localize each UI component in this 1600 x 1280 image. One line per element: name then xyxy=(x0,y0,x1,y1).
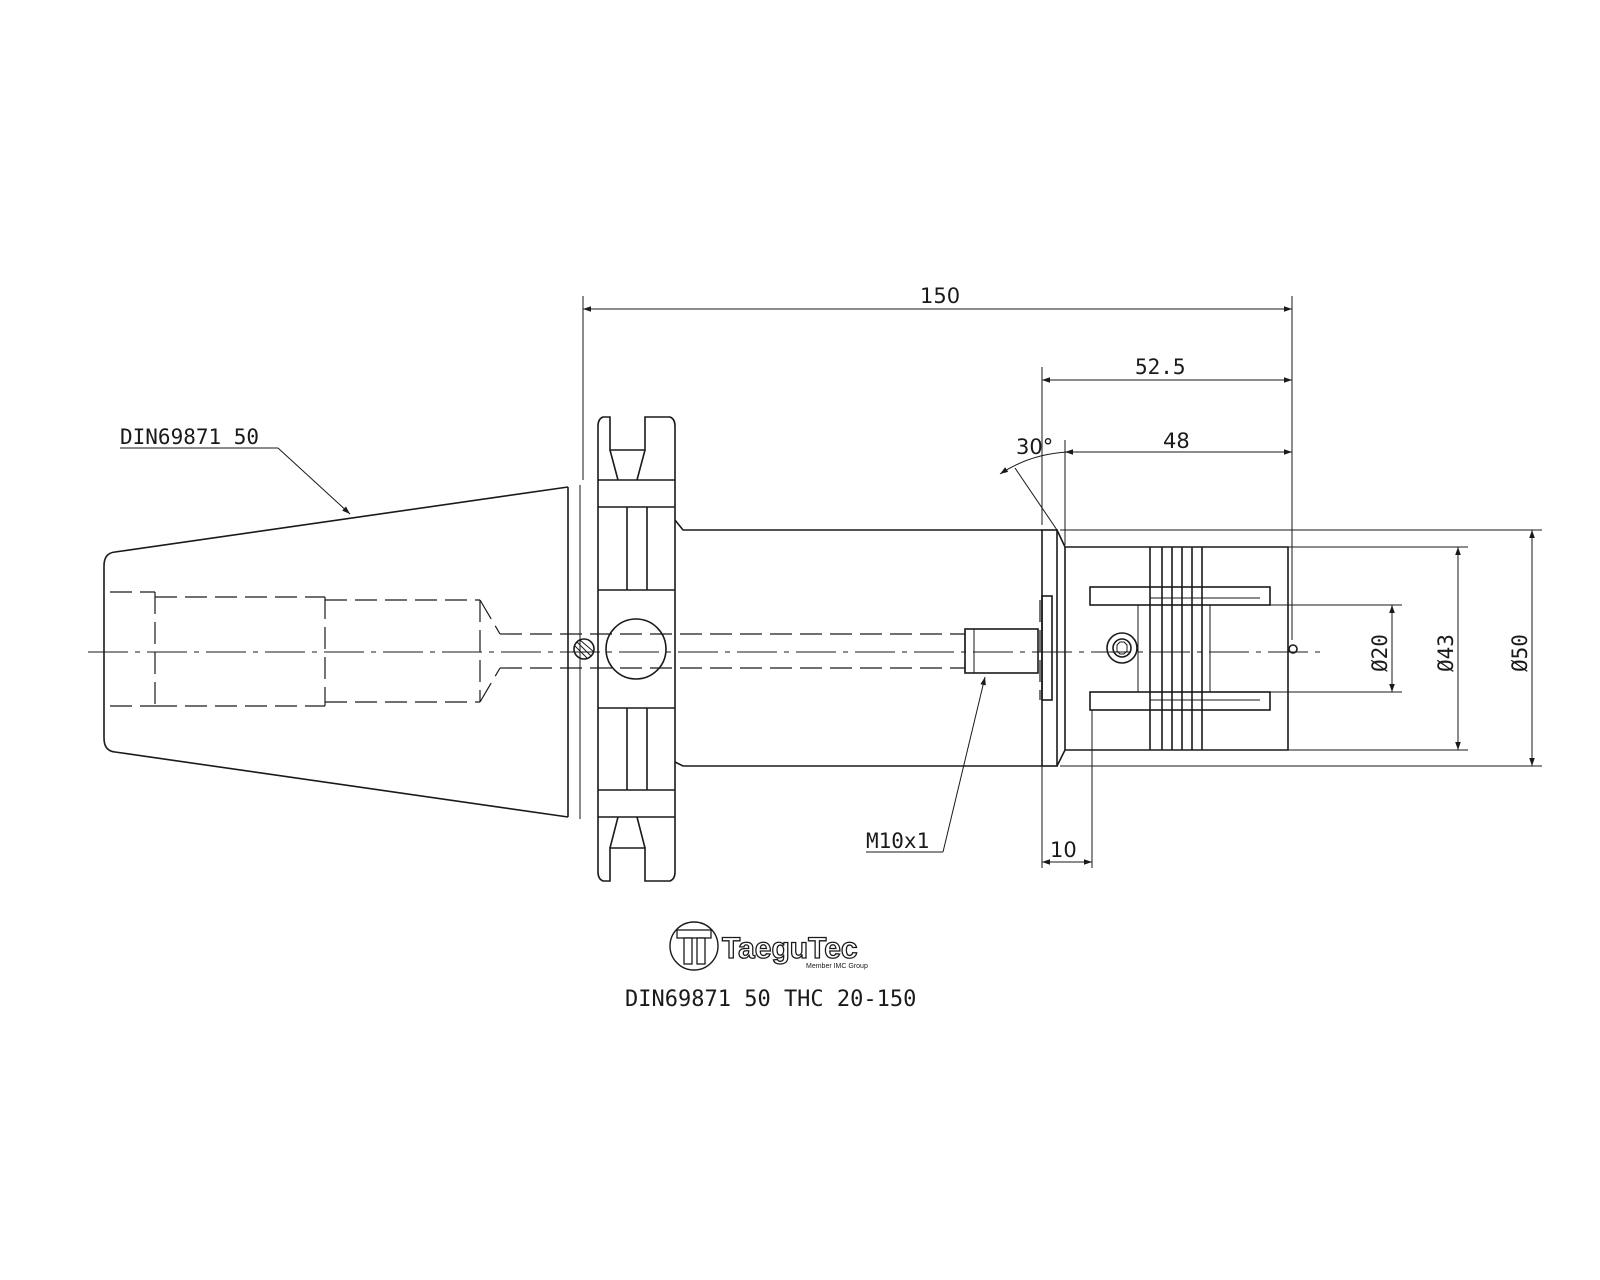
thread-detail xyxy=(964,628,1039,674)
body xyxy=(674,519,1058,767)
head-diameter-dimension: Ø43 xyxy=(1288,546,1468,751)
head-length-value: 52.5 xyxy=(1135,355,1186,379)
flange-width-value: 10 xyxy=(1050,838,1077,862)
flange xyxy=(597,416,676,882)
drive-key-hole xyxy=(605,618,667,680)
bore-depth-dimension: 48 xyxy=(1064,429,1292,545)
thread-label: M10x1 xyxy=(866,829,929,853)
taper-label-group: DIN69871 50 xyxy=(120,425,351,515)
chamfer-angle-value: 30° xyxy=(1016,435,1053,459)
overall-length-value: 150 xyxy=(920,284,960,308)
taegutec-logo: TaeguTec Member IMC Group xyxy=(669,921,868,971)
taper-shank xyxy=(103,485,581,819)
orientation-notch xyxy=(573,638,595,660)
body-diameter-dimension: Ø50 xyxy=(1060,529,1542,767)
head-length-dimension: 52.5 xyxy=(1041,355,1292,525)
taper-label: DIN69871 50 xyxy=(120,425,259,449)
taegutec-logo-wordmark: TaeguTec xyxy=(722,932,858,965)
overall-length-dimension: 150 xyxy=(582,284,1293,640)
flange-width-dimension: 10 xyxy=(1041,710,1093,868)
taegutec-logo-mark-icon xyxy=(669,921,719,971)
chamfer-angle-dimension: 30° xyxy=(999,435,1069,531)
chuck-head xyxy=(1056,529,1298,767)
body-diameter-value: Ø50 xyxy=(1508,634,1532,672)
drawing-title: DIN69871 50 THC 20-150 xyxy=(625,987,916,1012)
head-diameter-value: Ø43 xyxy=(1434,634,1458,672)
bore-diameter-value: Ø20 xyxy=(1368,634,1392,672)
thread-label-group: M10x1 xyxy=(866,676,986,853)
taegutec-logo-tagline: Member IMC Group xyxy=(806,963,868,970)
clamp-screw xyxy=(1106,632,1138,664)
bore-diameter-dimension: Ø20 xyxy=(1270,604,1402,693)
hidden-bore-lines xyxy=(110,591,1041,707)
bore-depth-value: 48 xyxy=(1163,429,1190,453)
